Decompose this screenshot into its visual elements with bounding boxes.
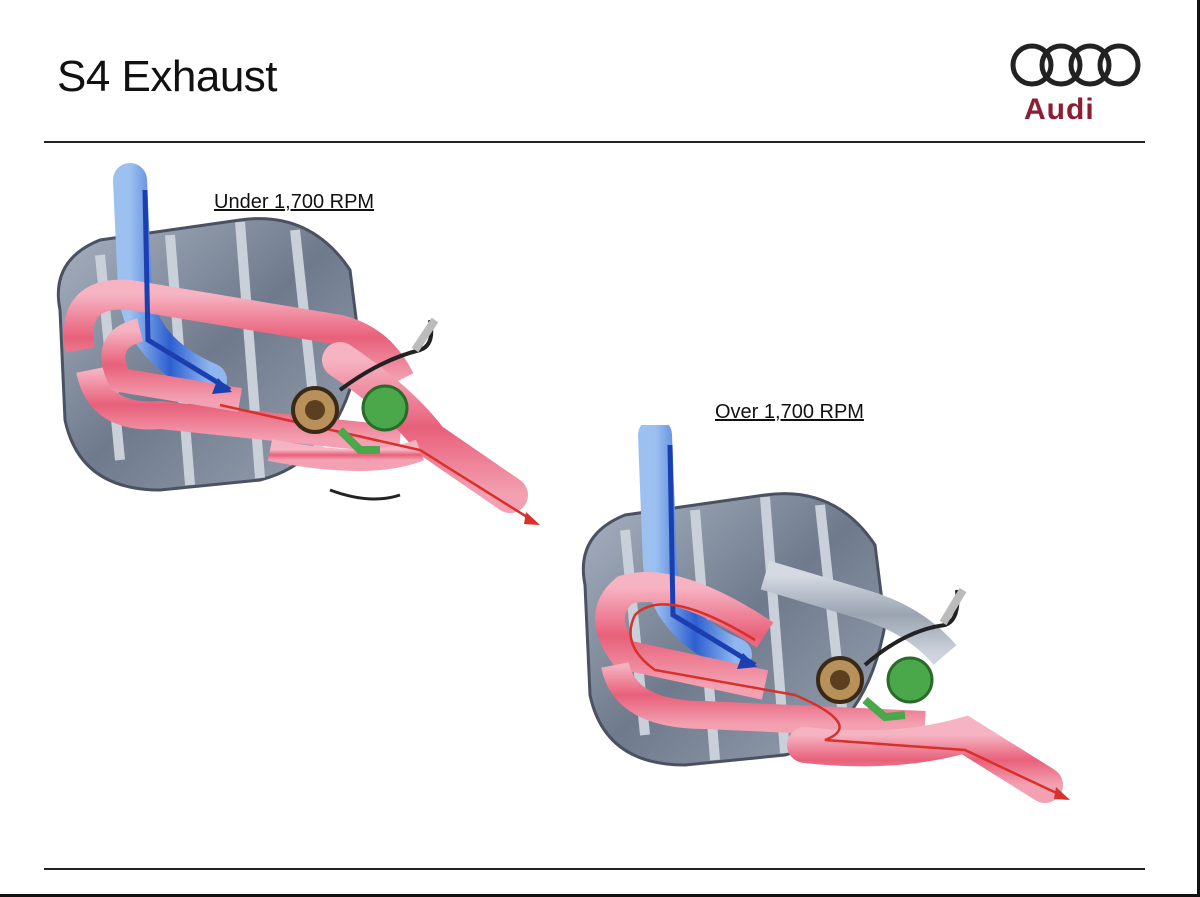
inner-tube-upper — [760, 560, 957, 666]
valve-actuator — [886, 656, 934, 704]
inner-tube-lower — [76, 366, 402, 454]
arrow-head-cold — [212, 378, 232, 394]
arrow-head-hot — [1054, 787, 1070, 800]
page-title: S4 Exhaust — [57, 52, 278, 101]
cable-connector — [939, 587, 967, 626]
inner-tube-lower — [601, 661, 926, 739]
arrow-head-hot — [524, 512, 540, 525]
inner-tube-loop — [101, 318, 242, 412]
exhaust-diagram-under — [56, 163, 540, 525]
label-under-rpm: Under 1,700 RPM — [214, 191, 375, 213]
cable-lower — [329, 488, 401, 501]
inner-tube-upper — [63, 279, 414, 388]
inner-tube-loop — [595, 572, 774, 700]
flow-arrow-hot — [629, 603, 1066, 799]
exhaust-diagram-over — [581, 425, 1070, 803]
valve-actuator — [361, 384, 409, 432]
bottom-divider — [44, 868, 1145, 870]
label-over-rpm: Over 1,700 RPM — [715, 401, 864, 423]
cable-connector — [411, 317, 439, 353]
top-divider — [44, 141, 1145, 143]
inlet-pipe — [638, 425, 752, 672]
four-rings-icon — [1010, 43, 1141, 87]
flow-arrow-cold — [667, 444, 757, 668]
control-cable — [338, 319, 434, 392]
tail-pipe — [787, 715, 1063, 803]
tail-pipe-lower — [267, 439, 425, 471]
flow-arrow-hot — [219, 403, 536, 524]
arrow-head-cold — [737, 653, 757, 669]
actuator-linkage — [337, 427, 380, 454]
actuator-linkage — [862, 696, 906, 722]
flow-arrow-cold — [142, 189, 232, 393]
brand-logo-text: Audi — [1024, 93, 1095, 126]
